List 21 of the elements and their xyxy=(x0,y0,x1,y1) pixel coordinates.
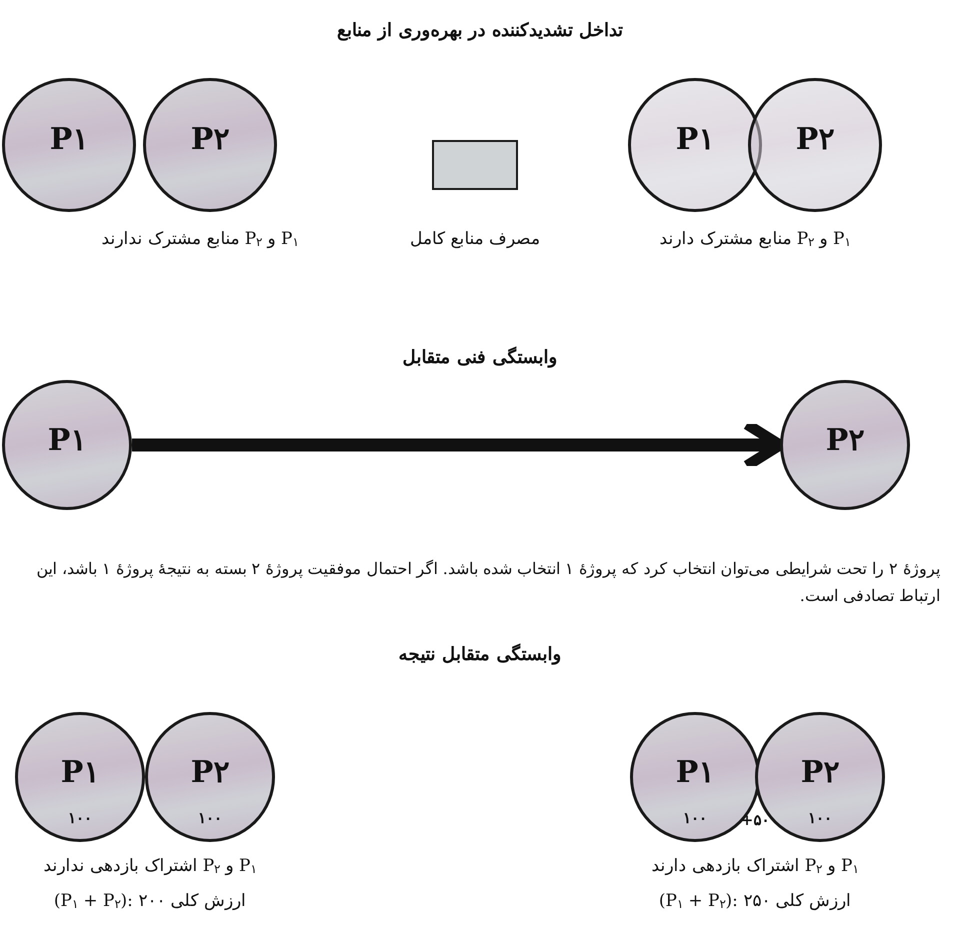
project-label: P۲ xyxy=(826,422,864,458)
project-label: P۲ xyxy=(796,121,834,158)
project-label: P۱ xyxy=(60,754,100,790)
project-label: P۱ xyxy=(48,422,86,458)
section-heading: وابستگی فنی متقابل xyxy=(402,346,558,370)
project-label: P۱ xyxy=(50,121,88,158)
resource-rectangle xyxy=(432,140,518,190)
project-label: P۱ xyxy=(676,121,714,158)
return-value: ۱۰۰ xyxy=(198,808,222,827)
return-value: +۵۰ xyxy=(740,810,770,831)
section-heading: تداخل تشدیدکننده در بهره‌وری از منابع xyxy=(336,19,624,43)
paragraph: پروژهٔ ۲ را تحت شرایطی می‌توان انتخاب کرد که پروژهٔ ۱ انتخاب شده باشد. اگر احتمال موفقیت پروژهٔ ۲ بسته به نتیجهٔ پروژهٔ ۱ باشد، این ارتباط تصادفی است. xyxy=(36,558,940,608)
project-label: P۲ xyxy=(800,754,840,790)
project-label: P۲ xyxy=(190,121,230,158)
return-value: ۱۰۰ xyxy=(683,808,707,827)
project-label: P۱ xyxy=(676,754,714,790)
return-value: ۱۰۰ xyxy=(68,808,92,827)
return-value: ۱۰۰ xyxy=(808,808,832,827)
project-label: P۲ xyxy=(190,754,230,790)
section-heading: وابستگی متقابل نتیجه xyxy=(398,642,562,667)
box-label: مصرف منابع کامل xyxy=(410,228,540,249)
